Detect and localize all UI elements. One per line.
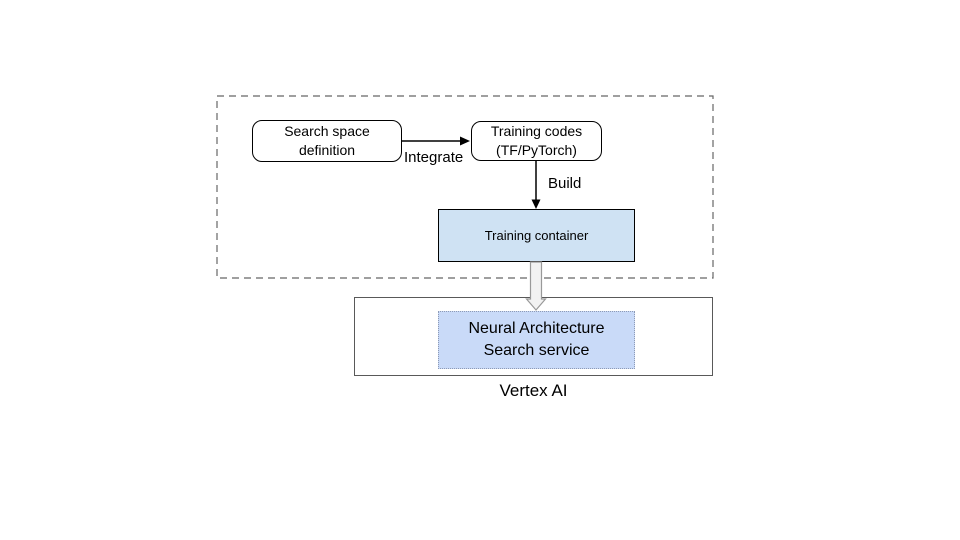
neural-architecture-search-service-box: Neural Architecture Search service bbox=[438, 311, 635, 369]
training-codes-box: Training codes (TF/PyTorch) bbox=[471, 121, 602, 161]
build-edge-label: Build bbox=[548, 175, 582, 192]
build-arrow bbox=[531, 161, 541, 209]
training-container-label: Training container bbox=[484, 228, 589, 243]
integrate-arrow bbox=[402, 136, 470, 146]
training-codes-label: Training codes (TF/PyTorch) bbox=[490, 123, 583, 158]
integrate-edge-label: Integrate bbox=[404, 149, 464, 166]
search-space-definition-box: Search space definition bbox=[252, 120, 402, 162]
nas-service-label: Neural Architecture Search service bbox=[468, 320, 605, 359]
training-container-box: Training container bbox=[438, 209, 635, 262]
search-space-definition-label: Search space definition bbox=[284, 123, 370, 158]
vertex-ai-group-label: Vertex AI bbox=[499, 381, 568, 400]
